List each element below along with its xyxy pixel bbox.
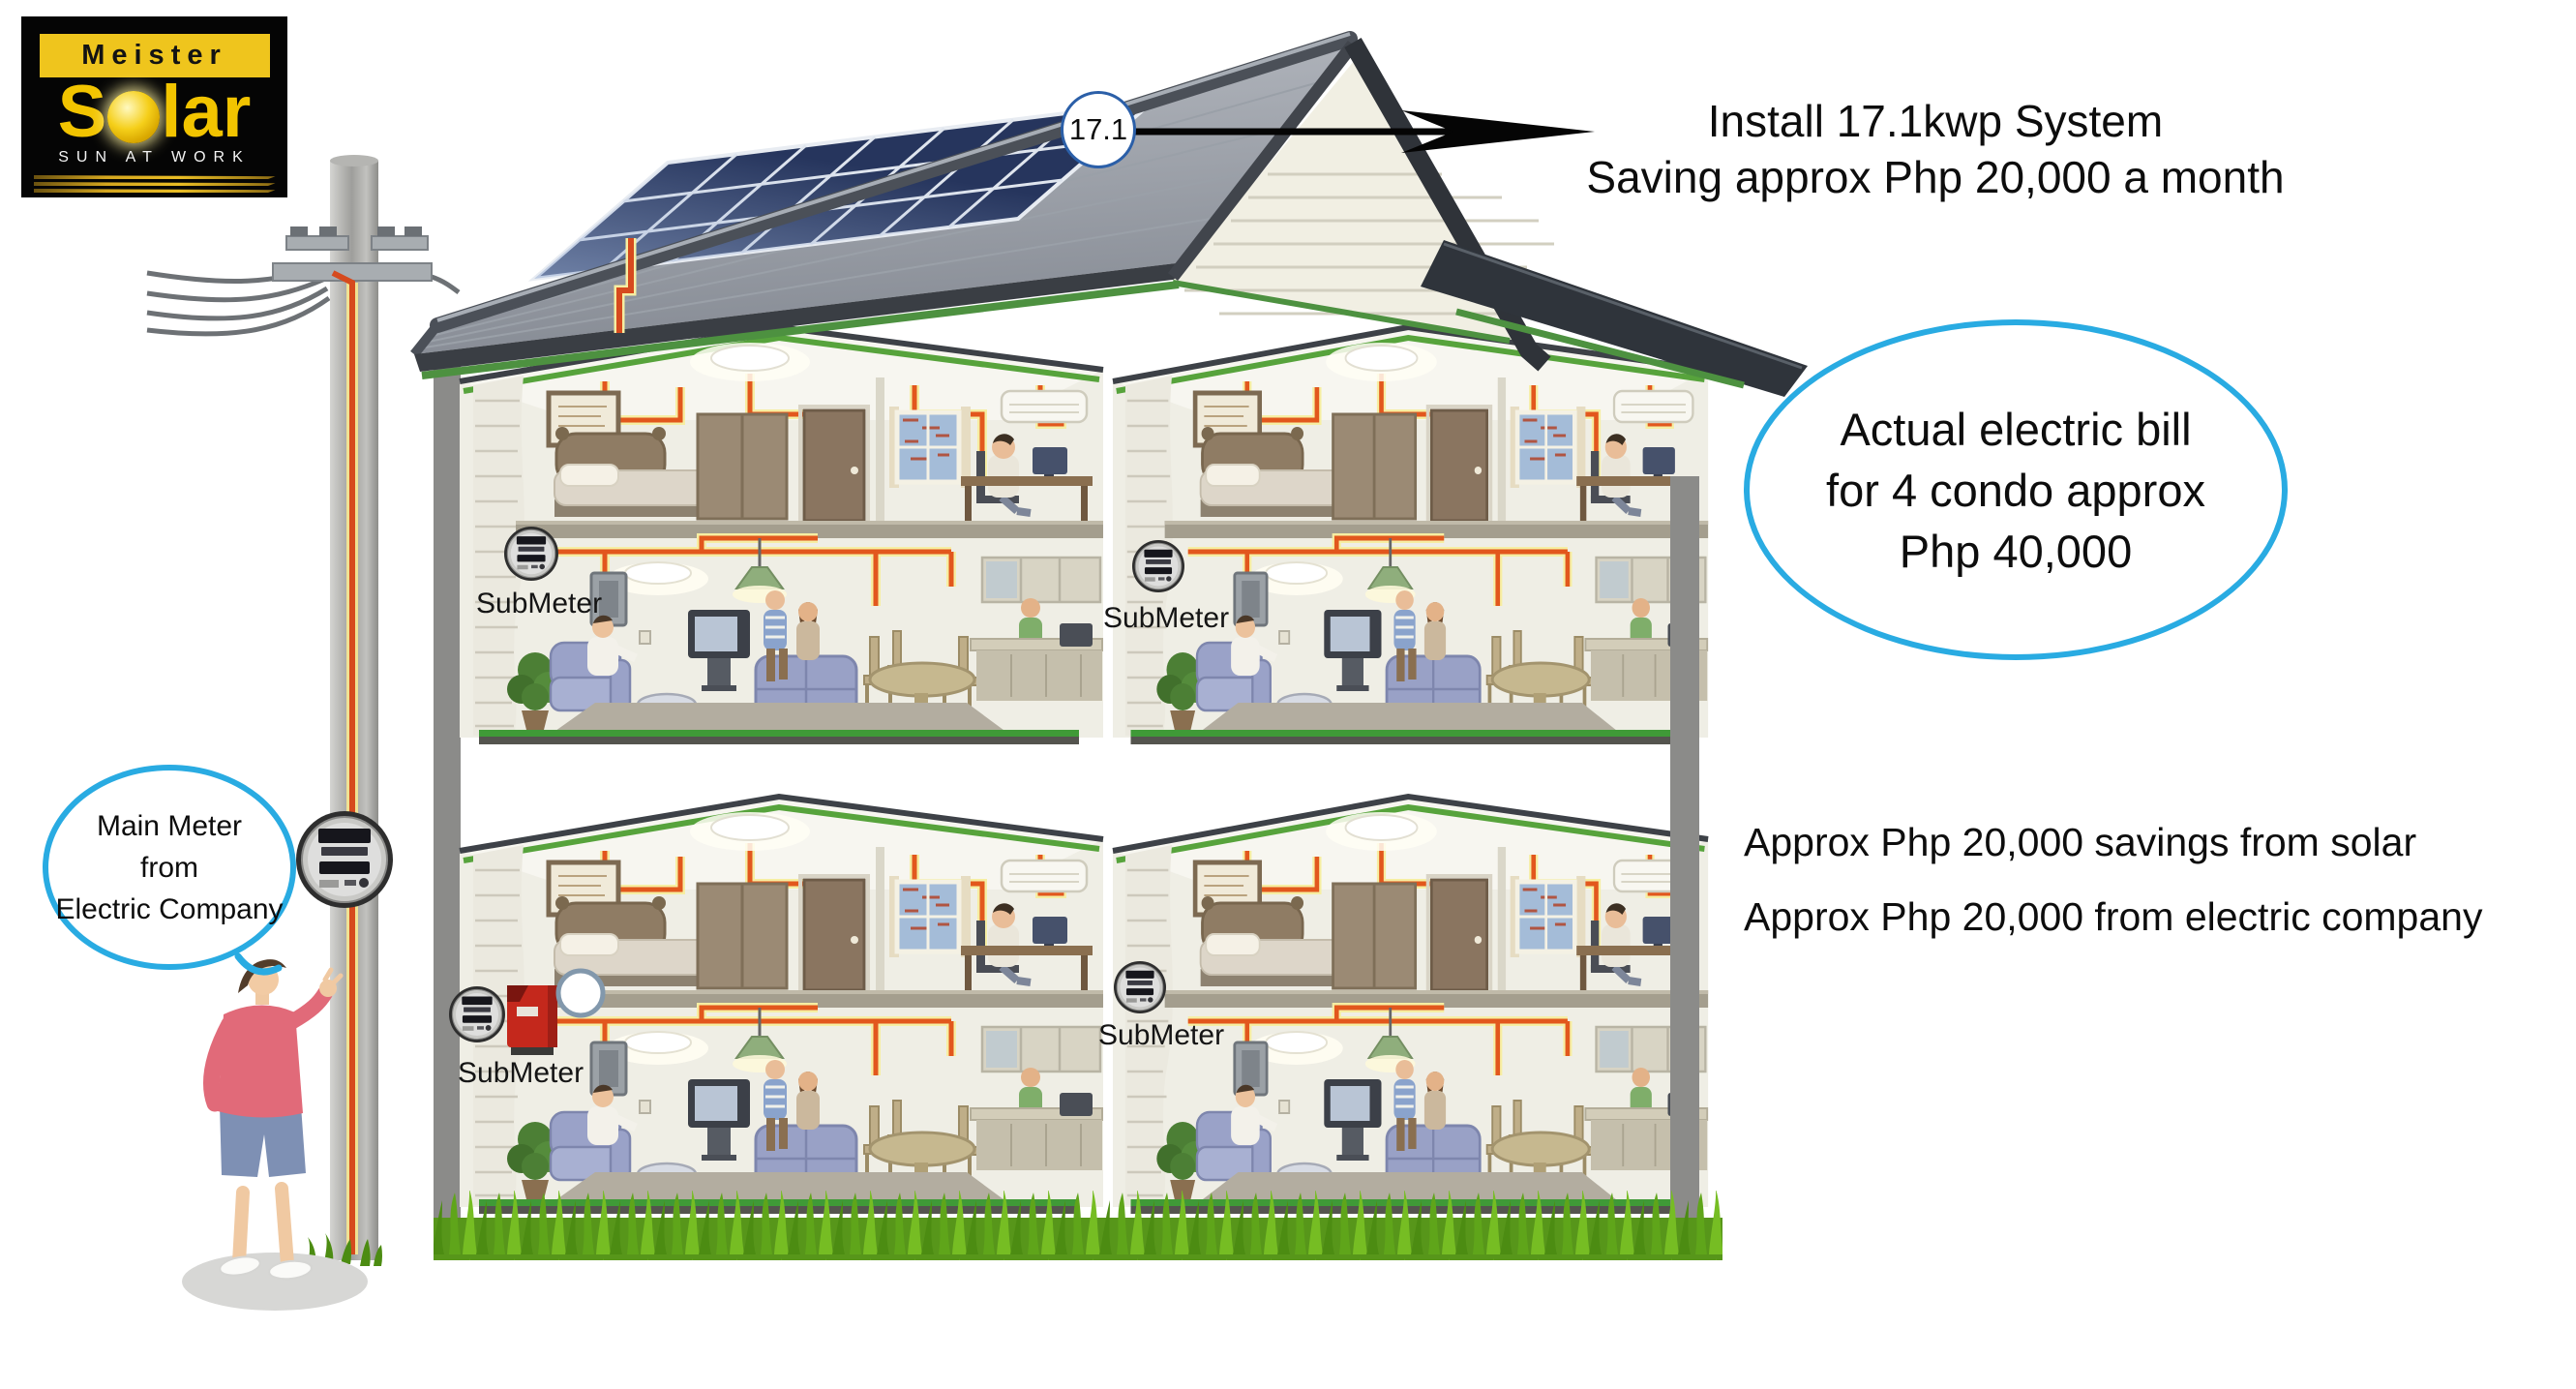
install-callout: Install 17.1kwp System Saving approx Php… — [1548, 93, 2322, 205]
bill-line3: Php 40,000 — [1899, 525, 2133, 577]
kwp-arrow — [1129, 110, 1595, 153]
condo-unit-top-right — [1113, 327, 1708, 744]
person — [182, 959, 368, 1311]
logo-tagline: SUN AT WORK — [58, 149, 251, 166]
savings-line2: Approx Php 20,000 from electric company — [1744, 894, 2483, 939]
submeter-label-top-right: SubMeter — [1103, 602, 1230, 634]
meister-solar-logo: Meister S lar SUN AT WORK — [21, 16, 287, 197]
speech-bubble-tail — [234, 952, 283, 976]
submeter-label-top-left: SubMeter — [476, 588, 603, 619]
panel-kwp-badge: 17.1 — [1061, 91, 1136, 168]
install-line2: Saving approx Php 20,000 a month — [1586, 152, 2285, 202]
submeter-top-left — [503, 526, 559, 582]
submeter-bottom-right — [1113, 960, 1167, 1014]
submeter-bottom-left — [448, 985, 506, 1043]
bubble-line1: Main Meter — [96, 809, 243, 842]
condo-unit-bottom-right — [1113, 797, 1708, 1214]
savings-callout: Approx Php 20,000 savings from solar App… — [1744, 818, 2482, 941]
bill-line2: for 4 condo approx — [1826, 464, 2205, 516]
logo-streaks — [33, 172, 276, 196]
roof — [414, 34, 1808, 397]
submeter-label-bottom-left: SubMeter — [458, 1057, 584, 1089]
logo-top-banner: Meister — [39, 34, 270, 77]
logo-brand: S lar — [58, 75, 252, 149]
building-right-wall — [1670, 476, 1699, 1220]
service-cable — [331, 270, 358, 1254]
blank-badge — [555, 968, 606, 1018]
grass — [308, 1191, 1722, 1266]
person-shadow — [182, 1253, 368, 1311]
logo-brand-first-letter: S — [57, 71, 107, 153]
savings-line1: Approx Php 20,000 savings from solar — [1744, 820, 2417, 864]
sun-icon — [107, 91, 161, 143]
install-line1: Install 17.1kwp System — [1707, 96, 2164, 146]
electric-bill-oval: Actual electric bill for 4 condo approx … — [1744, 319, 2288, 660]
submeter-top-right — [1131, 539, 1185, 593]
condo-unit-top-left — [460, 327, 1103, 744]
right-roof-overhang — [1421, 240, 1808, 397]
main-meter-bubble: Main Meter from Electric Company — [43, 765, 296, 970]
bill-line1: Actual electric bill — [1840, 403, 2192, 455]
utility-pole — [272, 155, 433, 1260]
logo-brand-rest: lar — [161, 71, 252, 153]
bubble-line3: Electric Company — [55, 892, 284, 925]
building-left-wall — [434, 366, 461, 1220]
bubble-line2: from — [140, 851, 198, 884]
main-meter — [295, 810, 394, 909]
solar-inverter — [507, 985, 557, 1055]
submeter-label-bottom-right: SubMeter — [1098, 1019, 1225, 1051]
crossarm — [272, 226, 433, 282]
